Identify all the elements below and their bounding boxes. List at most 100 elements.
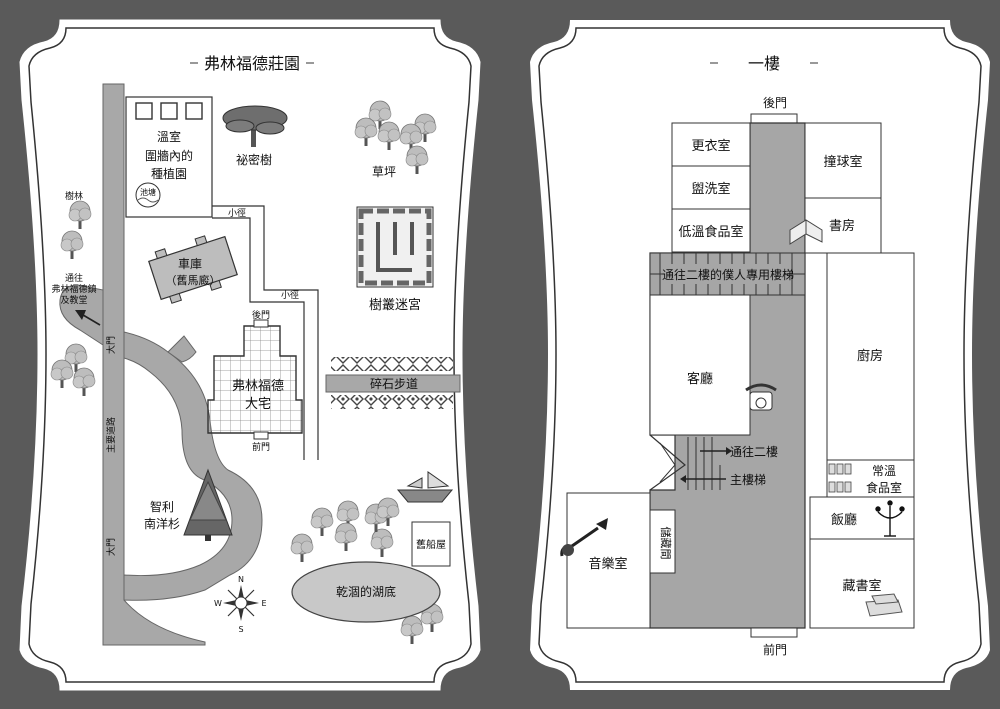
to-upstairs-label: 通往二樓: [730, 444, 778, 459]
hedge-row: [331, 395, 453, 409]
library-label: 藏書室: [842, 578, 881, 594]
pond-label: 池塘: [140, 187, 156, 197]
book-icon: [789, 219, 823, 245]
back-door[interactable]: [750, 113, 798, 124]
secret-tree-label: 祕密樹: [236, 152, 272, 167]
to-village-line2: 弗林福德鎮: [51, 283, 96, 295]
main-staircase: [649, 434, 721, 491]
lane-label-1: 小徑: [228, 207, 246, 219]
back-door-label: 後門: [763, 96, 787, 110]
estate-panel-border: [28, 27, 472, 683]
arrow-head: [75, 310, 86, 320]
main-stairs-label: 主樓梯: [730, 472, 766, 487]
washroom: [671, 165, 751, 210]
main-road-label: 主要道路: [105, 417, 117, 453]
woods-label: 樹林: [65, 190, 83, 202]
walled-garden-line1: 圍牆內的: [145, 148, 193, 163]
music-room-label: 音樂室: [588, 556, 627, 572]
lane-1: [212, 205, 319, 460]
study-label: 書房: [829, 218, 855, 234]
pond-icon: [135, 182, 161, 208]
lounge-label: 客廳: [687, 371, 713, 387]
lawn-label: 草坪: [372, 165, 396, 179]
boathouse-label: 舊船屋: [416, 538, 446, 551]
washroom-label: 盥洗室: [691, 181, 730, 197]
compass-e: E: [261, 599, 266, 608]
servants-stairs-label-bg: [665, 264, 785, 284]
maze-label: 樹叢迷宮: [369, 297, 421, 313]
gate-label-top: 大門: [105, 336, 117, 354]
manor-back-door: [253, 319, 269, 328]
cold-pantry-label: 低溫食品室: [678, 224, 743, 240]
billiards-room: [804, 122, 882, 199]
manor-label-line1: 弗林福德: [232, 379, 284, 394]
dining-label: 飯廳: [831, 512, 857, 528]
dining-room: [809, 496, 915, 540]
garage-building: [148, 235, 238, 304]
hallway-closet: [649, 509, 676, 574]
estate-title: 弗林福德莊園: [204, 54, 300, 73]
garage-label: 車庫: [178, 257, 202, 271]
compass-rose-icon: [223, 585, 259, 621]
floor-panel-border: [538, 27, 982, 683]
gravel-path: [325, 374, 461, 393]
candelabra-icon: [875, 500, 905, 537]
lounge: [649, 294, 751, 436]
telephone-icon: [745, 383, 777, 411]
manor-front-door: [253, 431, 269, 440]
water-wave: [137, 197, 159, 203]
compass-n: N: [238, 575, 244, 584]
music-room: [566, 492, 651, 629]
estate-map-panel: 弗林福德莊園 大門 主要道路 大門 樹林 通往 弗林福德鎮 及教堂 溫室 圍牆內…: [19, 19, 481, 691]
manor-front-door-label: 前門: [252, 441, 270, 453]
compass-s: S: [238, 625, 243, 634]
maze-icon: [356, 206, 434, 288]
chile-pine-icon: [183, 468, 233, 541]
servants-stairs-label: 通往二樓的僕人專用樓梯: [662, 267, 794, 282]
chile-pine-line2: 南洋杉: [144, 516, 180, 531]
secret-tree-icon: [222, 105, 288, 147]
greenhouse-frame: [160, 102, 178, 120]
estate-title-box: [198, 48, 306, 78]
books-stack-icon: [865, 593, 903, 617]
gate-label-bottom: 大門: [105, 538, 117, 556]
study: [804, 197, 882, 254]
garage-sub-label: （舊馬廄）: [166, 273, 221, 287]
gravel-path-label: 碎石步道: [370, 376, 418, 391]
down-arrow-head: [680, 475, 686, 483]
chile-pine-line1: 智利: [150, 499, 174, 514]
changing-room: [671, 122, 751, 167]
billiards-label: 撞球室: [823, 154, 862, 170]
dry-lake: [291, 561, 441, 623]
lane-1-edge: [212, 217, 305, 460]
floor-title: 一樓: [748, 54, 780, 73]
to-village-line1: 通往: [65, 272, 83, 284]
front-door-label: 前門: [763, 642, 787, 657]
greenhouse-frame: [185, 102, 203, 120]
floor-title-box: [718, 48, 810, 78]
floor-plan-panel: 一樓 後門 更衣室 盥洗室 低溫食品室 撞球室 書房: [530, 20, 990, 690]
trumpet-icon: [560, 518, 608, 557]
boathouse: [411, 521, 451, 567]
manor-label-line2: 大宅: [245, 397, 271, 412]
kitchen-label: 廚房: [857, 348, 883, 364]
room-pantry-line1: 常溫: [872, 464, 896, 478]
to-village-line3: 及教堂: [60, 294, 87, 306]
drive-tip: [167, 335, 197, 363]
lane-label-2: 小徑: [281, 289, 299, 301]
hallway-closet-label: 儲藏間: [659, 527, 672, 560]
room-pantry-line2: 食品室: [866, 480, 902, 495]
changing-room-label: 更衣室: [691, 138, 730, 154]
walled-garden-line2: 種植園: [151, 166, 187, 181]
greenhouse-label: 溫室: [157, 129, 181, 144]
jars-icon: [828, 463, 852, 493]
hedge-row: [331, 357, 453, 371]
greenhouse-frame: [135, 102, 153, 120]
manor-back-door-label: 後門: [252, 309, 270, 321]
front-door[interactable]: [750, 627, 798, 638]
cold-pantry: [671, 208, 751, 253]
boat-icon: [396, 471, 454, 503]
manor-building: [207, 319, 303, 440]
compass-w: W: [214, 599, 222, 608]
